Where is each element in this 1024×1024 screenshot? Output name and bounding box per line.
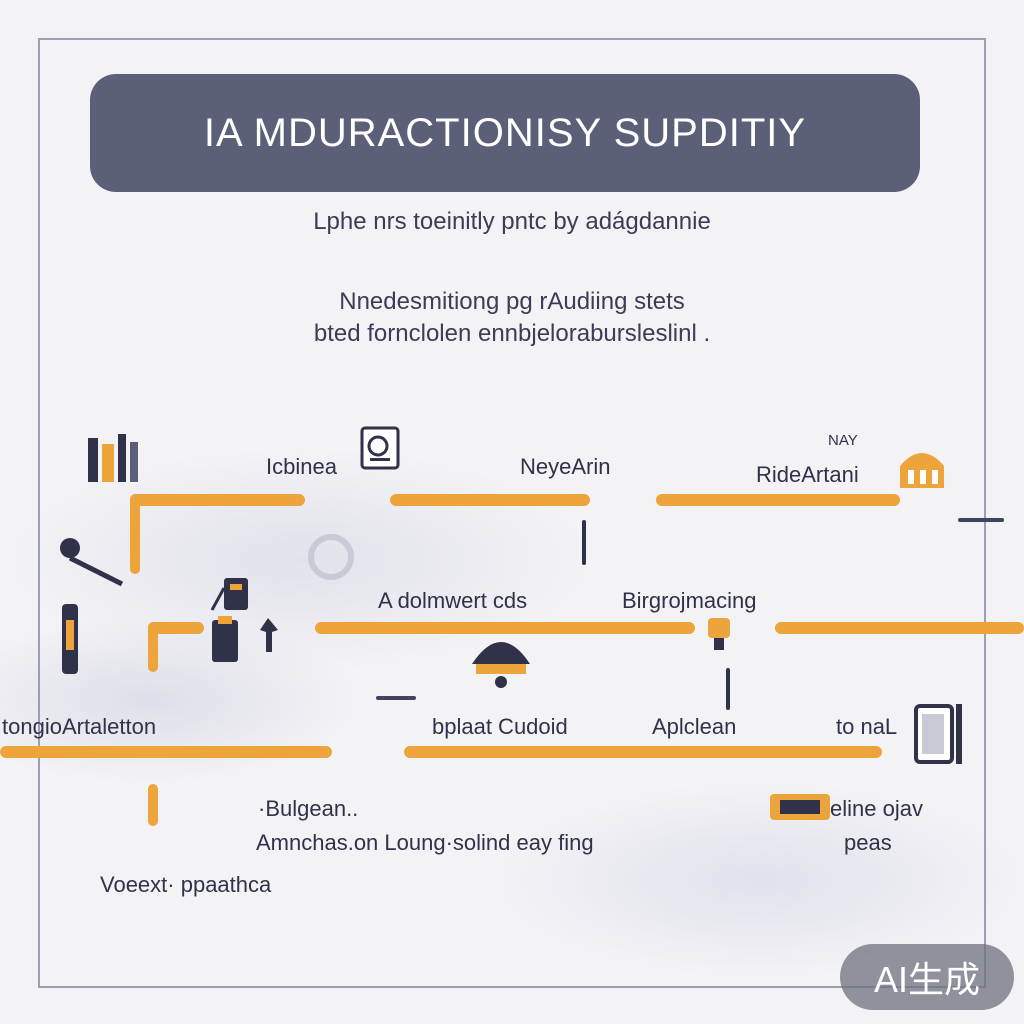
node-row4-left-2: Amnchas.on Loung·solind eay fing — [256, 830, 594, 855]
subtitle: Lphe nrs toeinitly pntc by adágdannie — [313, 208, 711, 235]
node-row4-right-1: eline ojav — [830, 796, 923, 821]
document-icon — [360, 426, 400, 470]
connector-vertical-1 — [582, 520, 586, 565]
description-line-1: Nnedesmitiong pg rAudiing stets — [339, 288, 685, 315]
connector-vertical-2 — [726, 668, 730, 710]
node-row3-1: tongioArtaletton — [2, 714, 157, 739]
robot-icon — [60, 538, 124, 674]
connector-row2-c — [775, 622, 1024, 634]
node-row1-3: RideArtani — [756, 462, 859, 487]
node-row3-3: Aplclean — [652, 714, 737, 739]
connector-row2-left-drop — [148, 622, 158, 672]
node-row4-right-2: peas — [844, 830, 892, 855]
page-title: IA MDURACTIONISY SUPDITIY — [203, 110, 807, 155]
connector-row3-a — [0, 746, 332, 758]
connector-row1-left-drop — [130, 494, 140, 574]
cup-icon — [708, 618, 730, 650]
node-row3-2: bplaat Cudoid — [432, 714, 568, 739]
connector-row1-c — [656, 494, 900, 506]
dome-icon — [900, 453, 944, 488]
connector-row4-drop — [148, 784, 158, 826]
node-row2-2: Birgrojmacing — [622, 588, 757, 613]
hammer-icon — [212, 616, 278, 662]
node-row1-note: NAY — [828, 432, 858, 449]
box-icon — [210, 578, 248, 611]
dash-mark-right — [958, 518, 1004, 522]
description-line-2: bted fornclolen ennbjelorabursleslinl . — [313, 320, 711, 347]
dash-mark-row3 — [376, 696, 416, 700]
machine-icon — [472, 642, 530, 688]
tools-icon — [88, 434, 138, 482]
ai-generated-label: AI生成 — [873, 959, 980, 1000]
tag-icon — [770, 794, 830, 820]
node-row3-4: to naL — [836, 714, 898, 739]
connector-row1-b — [390, 494, 590, 506]
description: Nnedesmitiong pg rAudiing stets bted for… — [0, 286, 1024, 350]
connector-row3-b — [404, 746, 882, 758]
connector-row1-a — [130, 494, 305, 506]
gear-icon — [308, 534, 354, 580]
node-row4-left-1: ·Bulgean.. — [258, 796, 359, 821]
connector-row2-b — [315, 622, 695, 634]
sign-icon — [914, 704, 962, 764]
node-row4-left-3: Voeext· ppaathca — [100, 872, 272, 897]
title-banner: IA MDURACTIONISY SUPDITIY — [90, 74, 920, 192]
node-row1-2: NeyeArin — [520, 454, 611, 479]
node-row1-1: Icbinea — [266, 454, 337, 479]
connector-row2-a — [148, 622, 204, 634]
node-row2-1: A dolmwert cds — [378, 588, 528, 613]
diagram-frame — [38, 38, 986, 988]
ai-generated-badge: AI生成 — [840, 944, 1014, 1010]
